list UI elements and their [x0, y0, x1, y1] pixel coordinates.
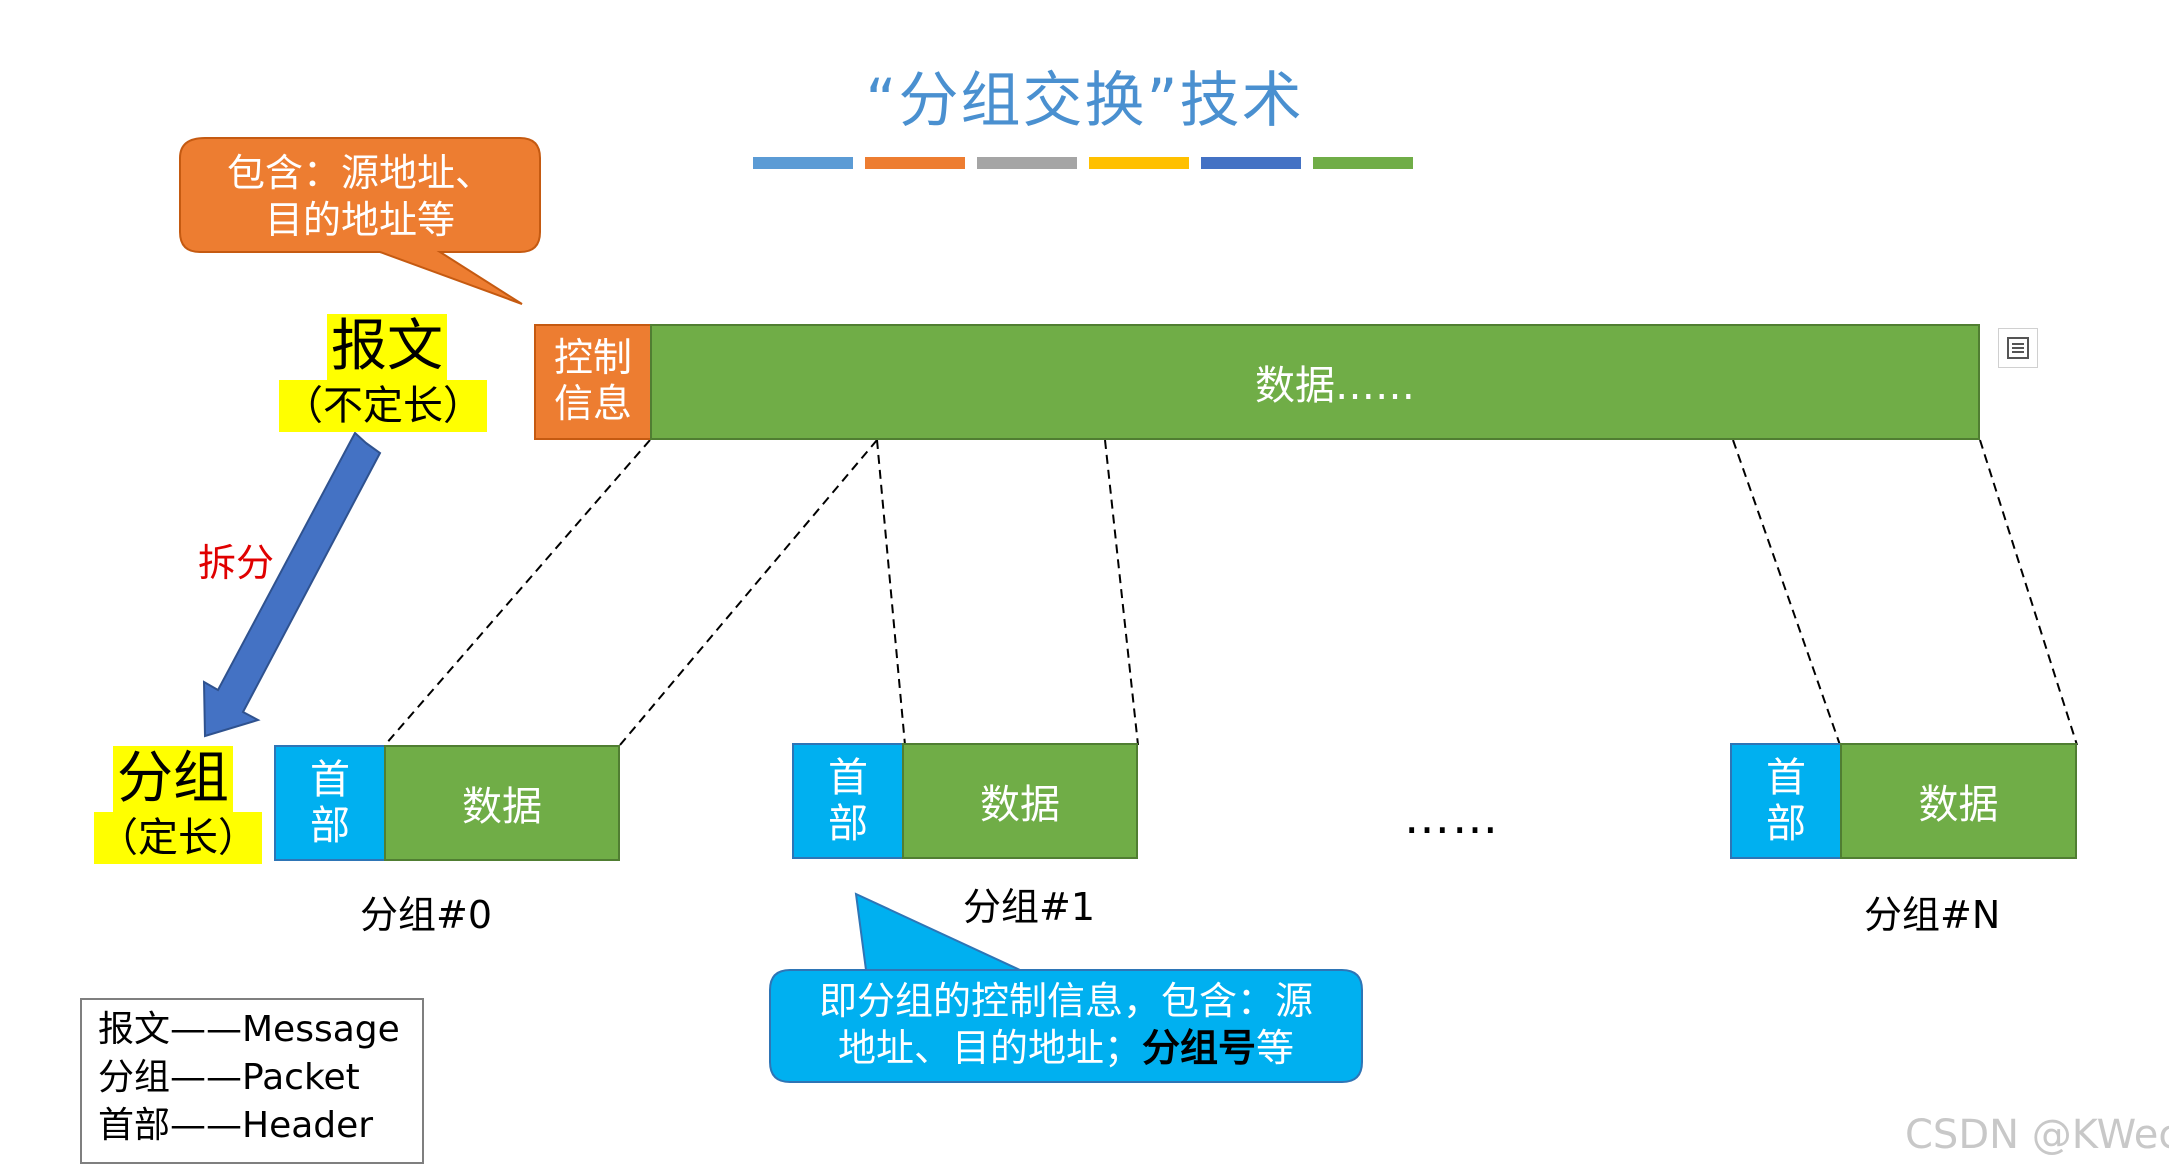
- packet-0-header: 首 部: [274, 745, 386, 861]
- split-label: 拆分: [198, 541, 275, 585]
- projection-line-1a: [876, 439, 906, 746]
- title-bar-seg-1: [753, 157, 853, 169]
- split-arrow: [202, 431, 382, 738]
- legend-item-message: 报文——Message: [98, 1009, 400, 1050]
- legend-item-packet: 分组——Packet: [98, 1057, 360, 1098]
- projection-line-0b: [619, 439, 878, 746]
- callout-bottom-shape: [769, 892, 1363, 1083]
- packet-n-caption: 分组#N: [1864, 893, 2001, 937]
- page-title: “分组交换”技术: [865, 66, 1304, 136]
- title-bar-seg-6: [1313, 157, 1413, 169]
- title-bar-seg-5: [1201, 157, 1301, 169]
- message-data-label: 数据……: [1255, 363, 1415, 409]
- packet-n-header-line2: 部: [1766, 801, 1806, 847]
- callout-bottom-line2: 地址、目的地址；分组号等: [770, 1025, 1362, 1072]
- callout-top-text: 包含：源地址、 目的地址等: [180, 150, 540, 244]
- projection-line-1b: [1104, 439, 1139, 746]
- packet-sub-label: （定长）: [94, 812, 262, 864]
- message-sub-label: （不定长）: [279, 380, 487, 432]
- callout-top-line1: 包含：源地址、: [226, 151, 493, 195]
- title-bar-seg-3: [977, 157, 1077, 169]
- callout-top-line2: 目的地址等: [264, 198, 455, 242]
- callout-bottom-packet-number: 分组号: [1141, 1026, 1256, 1070]
- packet-1-header-line1: 首: [828, 755, 868, 801]
- layout-options-icon-glyph: [2007, 337, 2029, 359]
- message-label: 报文: [327, 314, 447, 380]
- callout-bottom-text: 即分组的控制信息，包含：源 地址、目的地址；分组号等: [770, 978, 1362, 1072]
- callout-bottom-line2-b: 等: [1256, 1026, 1295, 1070]
- packet-n-header: 首 部: [1730, 743, 1842, 859]
- title-bar-seg-2: [865, 157, 965, 169]
- control-info-line2: 信息: [553, 382, 632, 427]
- legend-item-header: 首部——Header: [98, 1105, 374, 1146]
- packet-0-caption: 分组#0: [360, 893, 493, 937]
- legend-box: 报文——Message 分组——Packet 首部——Header: [80, 998, 424, 1164]
- projection-line-na: [1732, 439, 1841, 746]
- packet-0-header-line2: 部: [310, 803, 350, 849]
- callout-bottom-line1: 即分组的控制信息，包含：源: [818, 979, 1313, 1023]
- projection-line-0a: [384, 439, 651, 746]
- packet-1-data: 数据: [902, 743, 1138, 859]
- packet-n-header-line1: 首: [1766, 755, 1806, 801]
- message-control-info: 控制 信息: [534, 324, 652, 440]
- packet-0-data: 数据: [384, 745, 620, 861]
- packet-n-data: 数据: [1840, 743, 2077, 859]
- watermark: CSDN @KWec: [1905, 1112, 2169, 1158]
- packet-1-caption: 分组#1: [963, 885, 1096, 929]
- packet-0-header-line1: 首: [310, 757, 350, 803]
- control-info-line1: 控制: [553, 336, 632, 381]
- packet-label: 分组: [113, 746, 233, 812]
- packets-ellipsis: ……: [1404, 790, 1500, 844]
- callout-bottom-line2-a: 地址、目的地址；: [837, 1026, 1142, 1070]
- callout-top-shape: [179, 137, 541, 305]
- packet-1-header-line2: 部: [828, 801, 868, 847]
- packet-1-header: 首 部: [792, 743, 904, 859]
- message-data-bar: 数据……: [650, 324, 1980, 440]
- layout-options-icon[interactable]: [1998, 328, 2038, 368]
- projection-line-nb: [1979, 439, 2078, 746]
- title-bar-seg-4: [1089, 157, 1189, 169]
